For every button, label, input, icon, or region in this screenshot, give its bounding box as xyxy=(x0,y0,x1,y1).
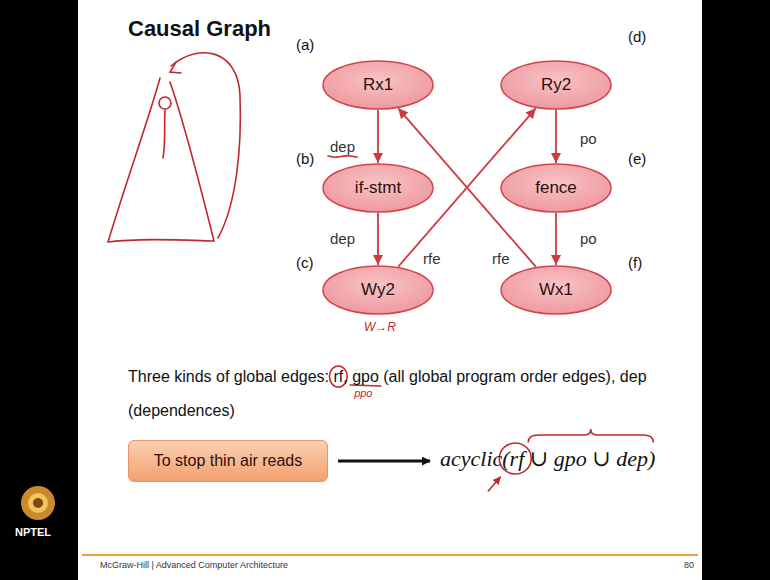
hand-underline xyxy=(350,385,381,386)
logo-text: NPTEL xyxy=(15,526,51,538)
event-name: Wy2 xyxy=(361,280,395,300)
event-ellipse: if-stmt xyxy=(322,163,434,213)
callout-box: To stop thin air reads xyxy=(128,440,328,482)
hand-sketch xyxy=(108,53,240,242)
causal-edge xyxy=(377,110,379,163)
callout-letter: (c) xyxy=(296,254,314,271)
edge-label: rfe xyxy=(421,250,443,267)
edge-label: po xyxy=(578,130,599,147)
event-name: Ry2 xyxy=(541,75,571,95)
callout-text: To stop thin air reads xyxy=(154,452,303,470)
hand-brace xyxy=(528,429,653,442)
footer-rule xyxy=(82,554,698,556)
slide-text: Three kinds of global edges: rf, gpo (al… xyxy=(128,360,683,428)
causal-edge xyxy=(377,213,379,265)
event-name: fence xyxy=(535,178,577,198)
event-ellipse: Wx1 xyxy=(500,265,612,315)
causal-edge xyxy=(555,110,557,163)
callout-letter: (f) xyxy=(628,254,642,271)
event-ellipse: Rx1 xyxy=(322,60,434,110)
callout-letter: (e) xyxy=(628,150,646,167)
edge-label: dep xyxy=(328,138,357,155)
edge-label: dep xyxy=(328,230,357,247)
nptel-logo xyxy=(21,486,55,520)
hand-underline xyxy=(328,156,357,157)
handwritten-note: W→R xyxy=(364,320,396,334)
slide-title: Causal Graph xyxy=(128,16,271,42)
causal-edge xyxy=(555,213,557,265)
event-name: Wx1 xyxy=(539,280,573,300)
event-ellipse: Wy2 xyxy=(322,265,434,315)
footer-text: McGraw-Hill | Advanced Computer Architec… xyxy=(100,560,288,570)
edge-label: po xyxy=(578,230,599,247)
side-bar xyxy=(0,0,78,580)
event-ellipse: fence xyxy=(500,163,612,213)
page-number: 80 xyxy=(684,560,694,570)
event-name: Rx1 xyxy=(363,75,393,95)
pointer-arrow xyxy=(338,460,430,463)
event-ellipse: Ry2 xyxy=(500,60,612,110)
hand-arrow xyxy=(488,477,500,491)
callout-letter: (b) xyxy=(296,150,314,167)
handwritten-note: ppo xyxy=(354,387,372,399)
edge-label: rfe xyxy=(490,250,512,267)
side-bar xyxy=(702,0,770,580)
callout-letter: (d) xyxy=(628,28,646,45)
event-name: if-stmt xyxy=(355,178,401,198)
formula: acyclic(rf ∪ gpo ∪ dep) xyxy=(440,446,655,472)
callout-letter: (a) xyxy=(296,36,314,53)
